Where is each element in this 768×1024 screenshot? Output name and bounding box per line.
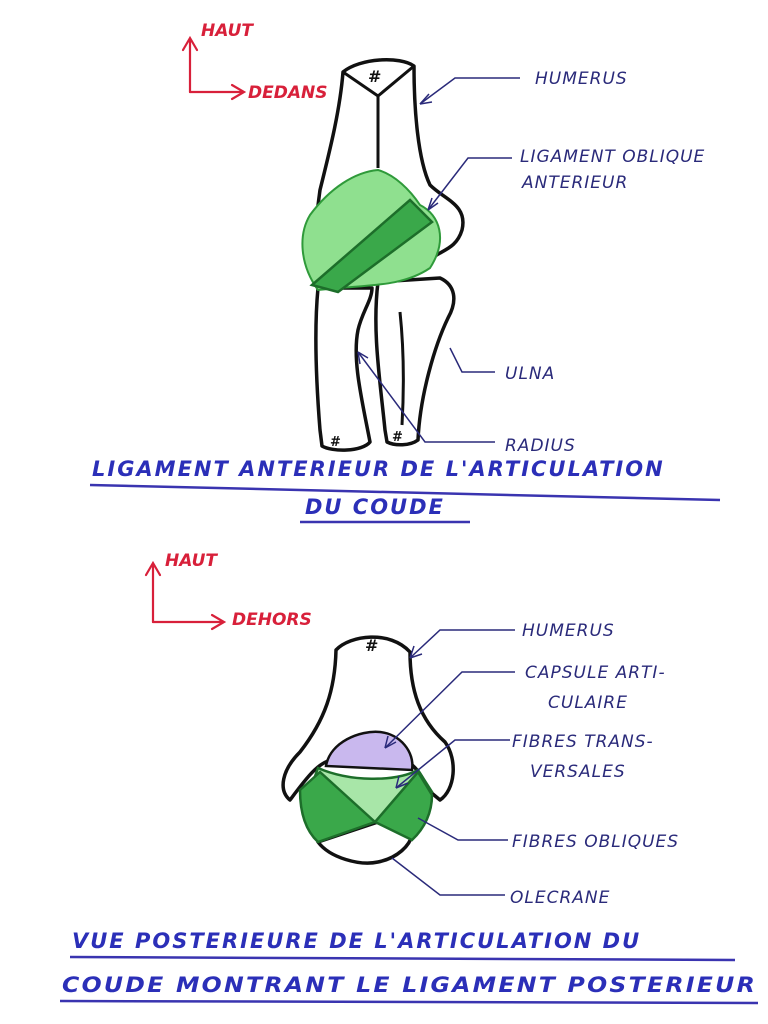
oblique-fibres-left [298,770,378,844]
label-radius: RADIUS [505,436,576,456]
label-olecrane: OLECRANE [510,888,610,908]
posterior-view: HAUT DEHORS # HUMERUS CAPSULE ARTI- CULA… [59,551,759,1005]
label-ligament-line2: ANTERIEUR [521,173,628,193]
caption-top-underline1 [89,483,721,502]
caption-bottom-underline2 [59,999,759,1005]
caption-bottom-line1: VUE POSTERIEURE DE L'ARTICULATION DU [72,929,641,953]
direction-side-label: DEDANS [248,83,327,103]
caption-bottom-underline1 [69,955,736,962]
label-transverse-line2: VERSALES [530,762,626,782]
label-ulna: ULNA [505,364,555,384]
humerus-posterior-bone [281,635,455,802]
orientation-indicator-bottom: HAUT DEHORS [144,551,312,631]
cut-mark-humerus-posterior: # [365,636,378,655]
orientation-indicator-top: HAUT DEDANS [181,21,327,103]
caption-bottom-line2: COUDE MONTRANT LE LIGAMENT POSTERIEUR [62,973,757,997]
oblique-fibres-right [372,769,434,842]
label-capsule-line1: CAPSULE ARTI- [525,663,666,683]
label-ligament-line1: LIGAMENT OBLIQUE [520,147,705,167]
label-transverse-line1: FIBRES TRANS- [512,732,654,752]
caption-top-line1: LIGAMENT ANTERIEUR DE L'ARTICULATION [92,457,665,481]
caption-top-line2: DU COUDE [305,495,445,519]
label-humerus-top: HUMERUS [535,69,628,89]
label-capsule-line2: CULAIRE [548,693,628,713]
anterior-view: HAUT DEDANS # # # HUMERUS LIGAMENT OBLIQ… [89,21,721,524]
direction-side-label-bottom: DEHORS [232,610,312,630]
ulna-bone [374,276,456,447]
anterior-ligament-light [301,168,442,292]
direction-up-label: HAUT [201,21,254,41]
direction-up-label-bottom: HAUT [165,551,218,571]
label-oblique-fibres: FIBRES OBLIQUES [512,832,679,852]
radius-bone [314,286,374,452]
anterior-ligament-dark-band [309,198,434,294]
cut-mark-radius: # [330,435,341,450]
label-humerus-bottom: HUMERUS [522,621,615,641]
cut-mark-ulna: # [392,430,403,445]
cut-mark-humerus: # [368,67,381,86]
